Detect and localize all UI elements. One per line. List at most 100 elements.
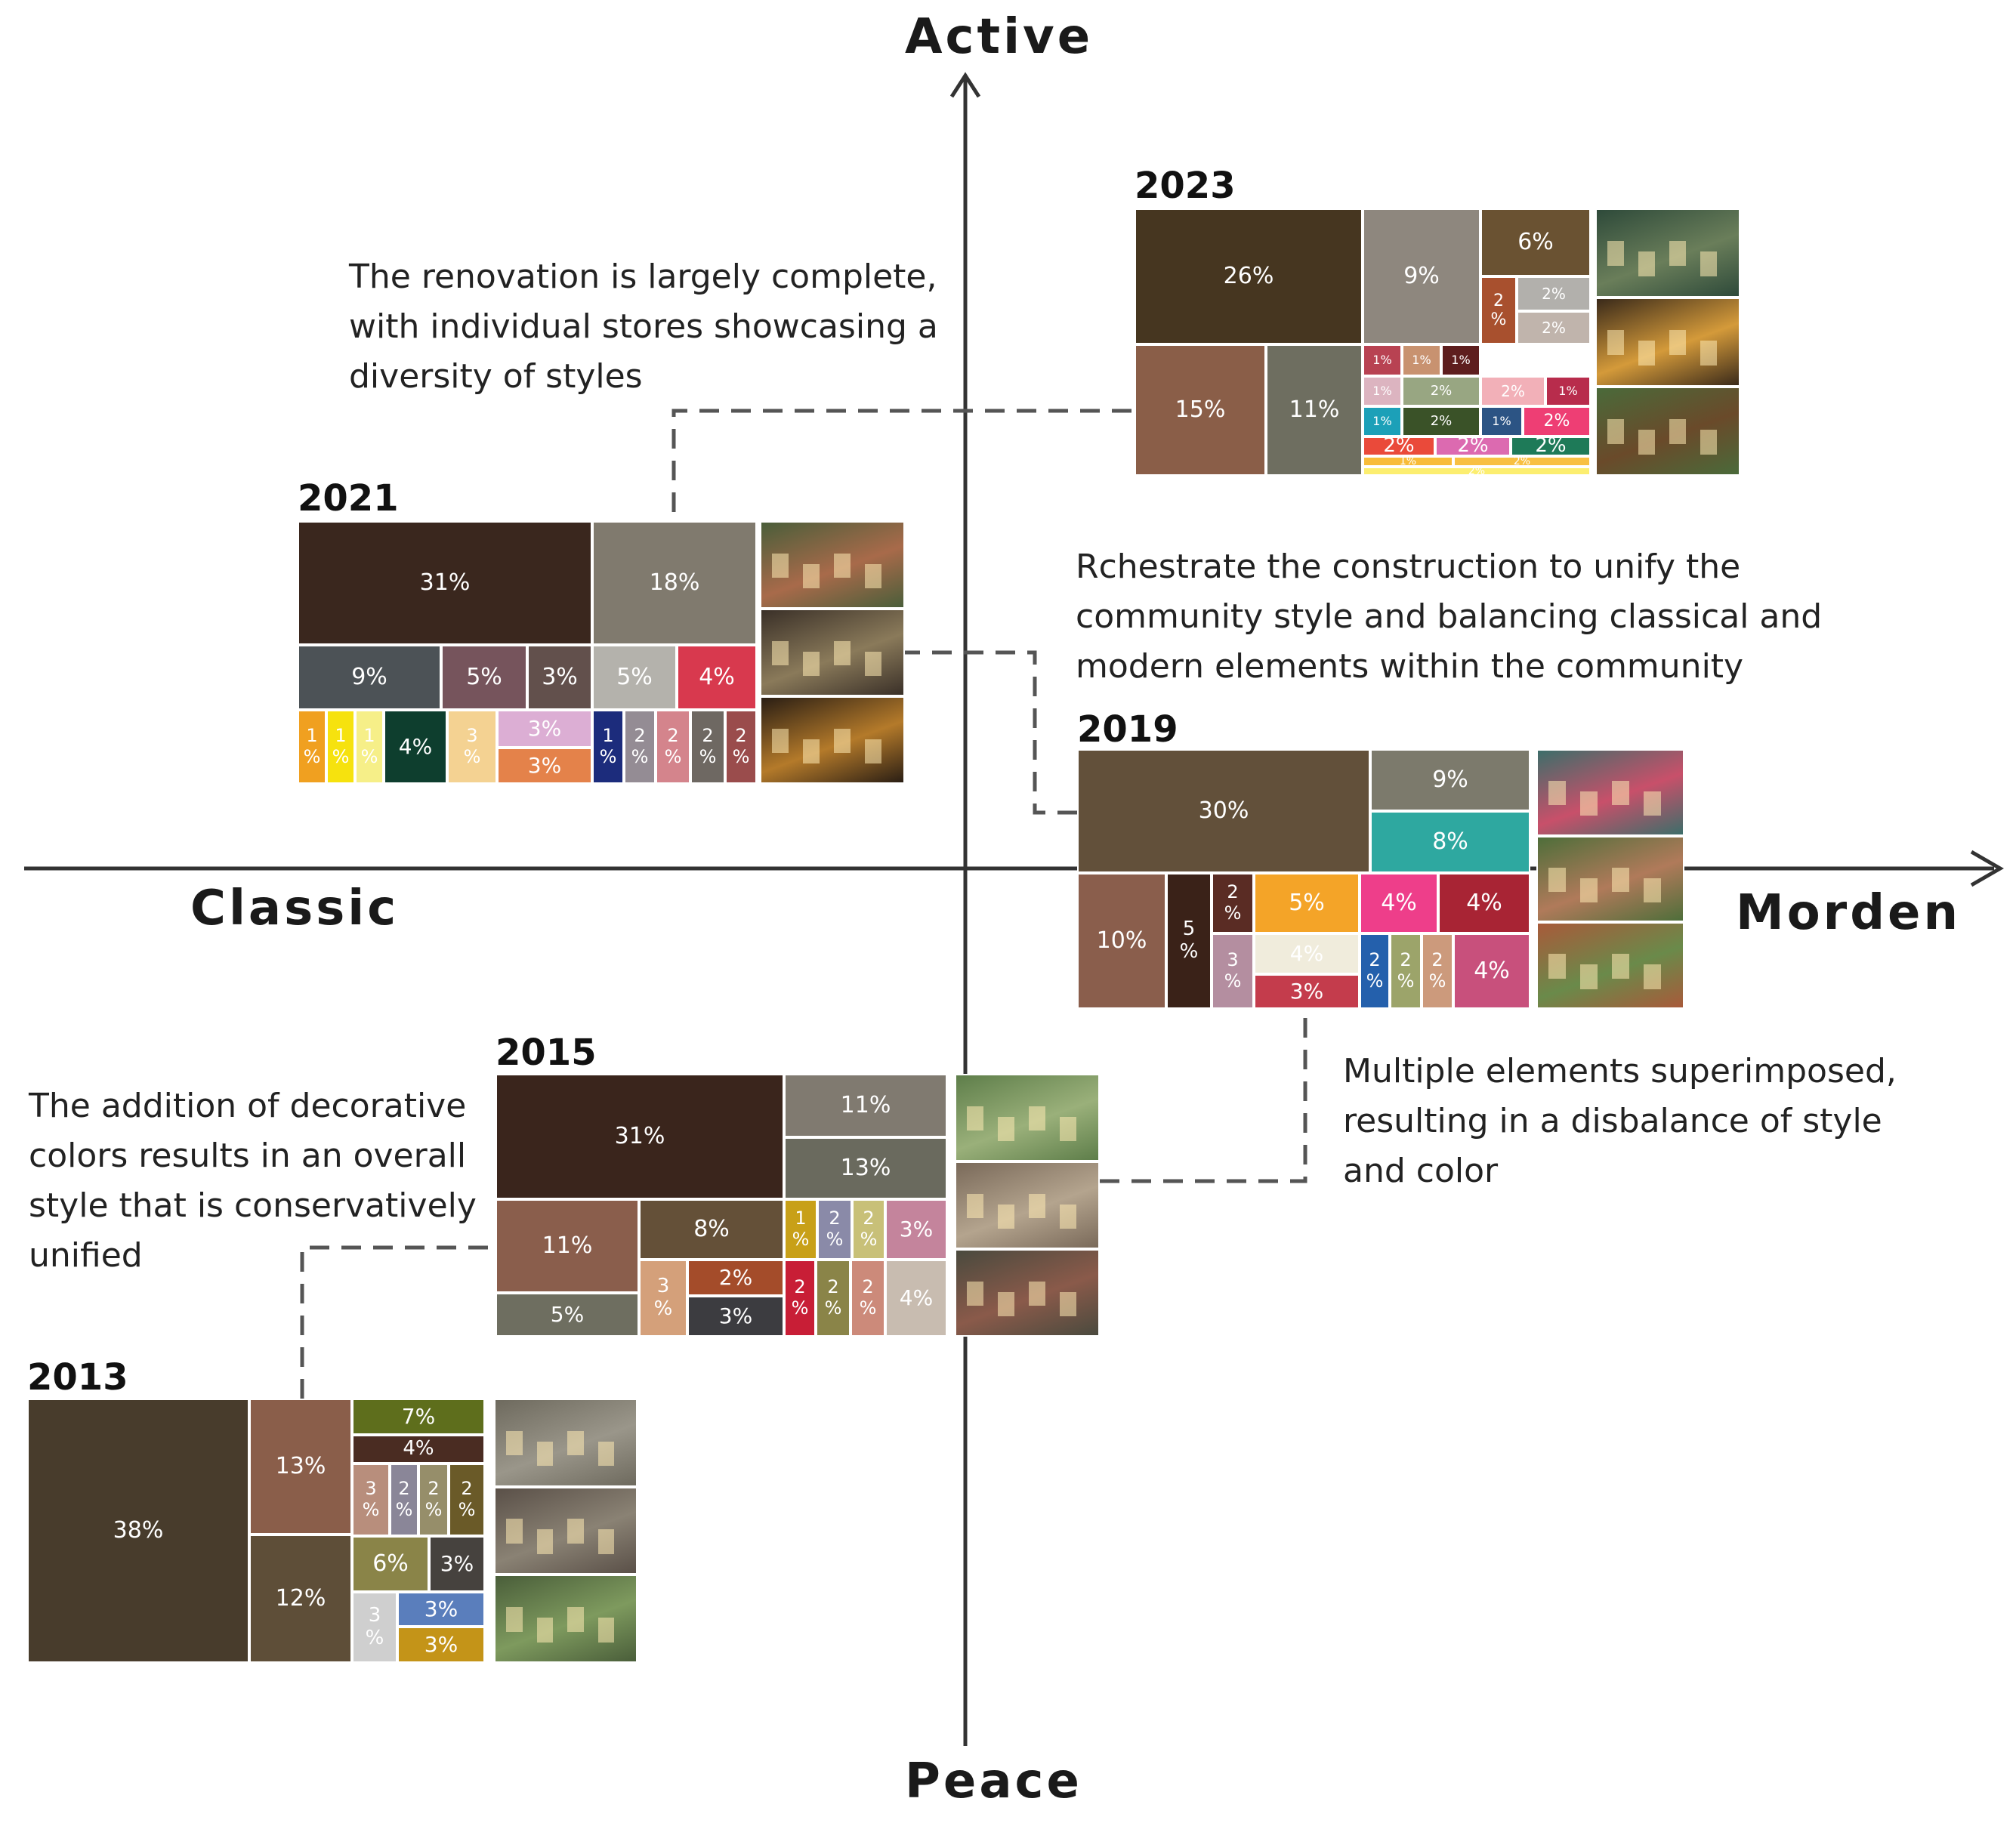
palette-cell-label: 3 % [365, 1604, 384, 1649]
palette-cell-2019-7: 3 % [1212, 933, 1254, 1009]
palette-cell-label: 2% [1513, 456, 1531, 467]
palette-cell-2021-16: 2 % [624, 710, 656, 784]
palette-cell-2013-13: 3% [397, 1592, 485, 1627]
photo-strip-2021 [760, 521, 905, 784]
photo-detail [1612, 954, 1629, 979]
palette-cell-2021-8: 1 % [298, 710, 326, 784]
building-photo [1595, 208, 1740, 298]
building-photo [1595, 298, 1740, 387]
palette-cell-2023-19: 2% [1523, 406, 1591, 436]
photo-detail [567, 1519, 584, 1544]
photo-strip-2013 [494, 1399, 638, 1663]
palette-cell-label: 11% [542, 1232, 593, 1259]
palette-cell-2021-12: 3 % [447, 710, 497, 784]
treemap-2013: 38%13%12%7%4%3 %2 %2 %2 %6%3%3 %3%3% [27, 1399, 485, 1663]
palette-cell-2013-6: 3 % [352, 1464, 390, 1536]
photo-detail [536, 1529, 554, 1555]
palette-cell-2023-12: 1% [1363, 376, 1402, 406]
palette-cell-2023-17: 2% [1402, 406, 1480, 436]
palette-cell-2015-14: 2 % [784, 1260, 816, 1337]
palette-cell-2021-17: 2 % [656, 710, 690, 784]
palette-cell-label: 30% [1198, 797, 1249, 824]
palette-cell-2019-8: 5% [1254, 873, 1360, 933]
palette-cell-label: 31% [419, 569, 471, 596]
palette-cell-2013-5: 4% [352, 1435, 485, 1464]
palette-cell-2021-5: 3% [527, 645, 592, 710]
palette-cell-label: 13% [275, 1452, 326, 1479]
photo-detail [1548, 954, 1566, 979]
palette-cell-label: 2 % [1224, 881, 1242, 924]
palette-cell-label: 2% [1457, 436, 1489, 456]
photo-detail [1060, 1116, 1076, 1142]
photo-detail [1700, 251, 1717, 277]
photo-detail [506, 1519, 523, 1544]
palette-cell-2013-4: 7% [352, 1399, 485, 1435]
palette-cell-label: 1 % [303, 725, 321, 767]
palette-cell-label: 2 % [1490, 291, 1507, 329]
building-photo [1595, 387, 1740, 476]
palette-cell-2015-7: 3 % [639, 1260, 687, 1337]
photo-detail [865, 651, 881, 677]
palette-cell-label: 4% [1474, 957, 1510, 984]
photo-detail [567, 1430, 584, 1456]
palette-cell-label: 10% [1096, 927, 1147, 954]
photo-detail [1638, 341, 1655, 366]
palette-cell-label: 2 % [458, 1478, 476, 1520]
palette-cell-label: 2 % [732, 725, 750, 767]
annotation-2013: The addition of decorative colors result… [29, 1081, 477, 1281]
building-photo [1536, 749, 1684, 836]
photo-detail [1644, 791, 1661, 816]
palette-cell-label: 1% [1492, 413, 1511, 428]
palette-cell-2013-8: 2 % [418, 1464, 449, 1536]
connector-2019-2021 [905, 650, 1077, 815]
photo-detail [1029, 1193, 1045, 1219]
palette-cell-label: 1 % [332, 725, 350, 767]
photo-detail [597, 1529, 615, 1555]
building-photo [760, 521, 905, 609]
photo-detail [506, 1607, 523, 1632]
palette-cell-label: 2% [1501, 381, 1525, 400]
palette-cell-label: 2 % [859, 1276, 877, 1319]
photo-detail [1580, 791, 1598, 816]
palette-cell-label: 1 % [792, 1208, 810, 1250]
palette-cell-2013-12: 3 % [352, 1592, 397, 1663]
palette-cell-2021-13: 3% [497, 710, 592, 748]
palette-cell-label: 4% [1289, 940, 1324, 966]
connector-2013-2015 [300, 1245, 496, 1399]
annotation-line: resulting in a disbalance of style [1343, 1102, 1882, 1140]
palette-cell-2015-8: 2% [687, 1260, 784, 1296]
photo-detail [1700, 341, 1717, 366]
palette-cell-2023-8: 2% [1517, 311, 1591, 344]
palette-cell-2021-15: 1 % [592, 710, 624, 784]
palette-cell-2021-6: 5% [592, 645, 677, 710]
palette-cell-2023-7: 2% [1517, 276, 1591, 311]
photo-detail [967, 1193, 983, 1219]
photo-detail [1612, 867, 1629, 892]
annotation-line: community style and balancing classical … [1076, 597, 1823, 636]
palette-cell-label: 5 % [1179, 918, 1199, 963]
photo-detail [1607, 419, 1624, 445]
palette-cell-2013-3: 12% [249, 1535, 352, 1663]
photo-detail [865, 563, 881, 589]
photo-strip-2015 [955, 1074, 1100, 1337]
palette-cell-label: 15% [1175, 396, 1226, 423]
annotation-2015: Multiple elements superimposed, resultin… [1343, 1047, 1897, 1196]
photo-detail [1638, 251, 1655, 277]
palette-cell-label: 2% [1468, 467, 1486, 476]
palette-cell-label: 3% [527, 715, 562, 741]
palette-cell-2021-11: 4% [384, 710, 447, 784]
palette-cell-2013-9: 2 % [449, 1464, 485, 1536]
annotation-line: and color [1343, 1152, 1499, 1190]
palette-cell-2023-9: 1% [1363, 344, 1402, 376]
palette-cell-label: 3 % [1224, 949, 1242, 992]
connector-2015-2019 [1100, 1012, 1307, 1183]
photo-detail [967, 1281, 983, 1306]
palette-cell-label: 6% [1517, 228, 1554, 255]
palette-cell-2023-4: 15% [1135, 344, 1266, 476]
photo-detail [1638, 430, 1655, 455]
palette-cell-2015-10: 1 % [784, 1199, 817, 1260]
photo-detail [1644, 964, 1661, 989]
palette-cell-label: 4% [899, 1285, 934, 1310]
photo-detail [1669, 419, 1686, 445]
palette-cell-2023-14: 2% [1480, 376, 1545, 406]
